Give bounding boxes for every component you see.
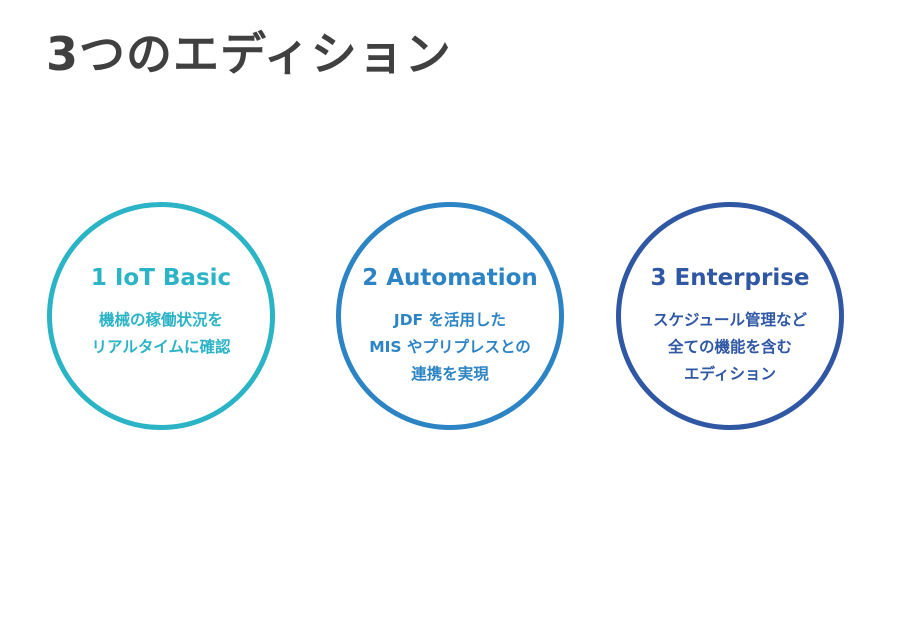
edition-title: 2 Automation	[362, 263, 538, 293]
edition-description-line: 連携を実現	[411, 365, 489, 383]
edition-number: 1	[90, 265, 107, 291]
edition-card-iot-basic: 1 IoT Basic 機械の稼働状況を リアルタイムに確認	[47, 202, 275, 430]
edition-name: Enterprise	[674, 265, 810, 291]
edition-description-line: 全ての機能を含む	[667, 338, 792, 356]
edition-number: 3	[650, 265, 667, 291]
edition-title: 3 Enterprise	[650, 263, 809, 293]
edition-number: 2	[362, 265, 379, 291]
edition-name: Automation	[386, 265, 538, 291]
edition-description-line: エディション	[684, 365, 776, 383]
edition-description-line: MIS やプリプレスとの	[369, 338, 531, 356]
edition-description-line: リアルタイムに確認	[91, 338, 231, 356]
edition-description: JDF を活用した MIS やプリプレスとの 連携を実現	[369, 307, 531, 388]
edition-description-line: スケジュール管理など	[653, 311, 807, 329]
edition-card-automation: 2 Automation JDF を活用した MIS やプリプレスとの 連携を実…	[336, 202, 564, 430]
edition-description: スケジュール管理など 全ての機能を含む エディション	[653, 307, 807, 388]
edition-title: 1 IoT Basic	[91, 263, 231, 293]
edition-name: IoT Basic	[114, 265, 232, 291]
page-title: 3つのエディション	[46, 27, 452, 81]
edition-description-line: JDF を活用した	[393, 311, 507, 329]
edition-card-enterprise: 3 Enterprise スケジュール管理など 全ての機能を含む エディション	[616, 202, 844, 430]
edition-description-line: 機械の稼働状況を	[98, 311, 223, 329]
edition-description: 機械の稼働状況を リアルタイムに確認	[91, 307, 230, 361]
